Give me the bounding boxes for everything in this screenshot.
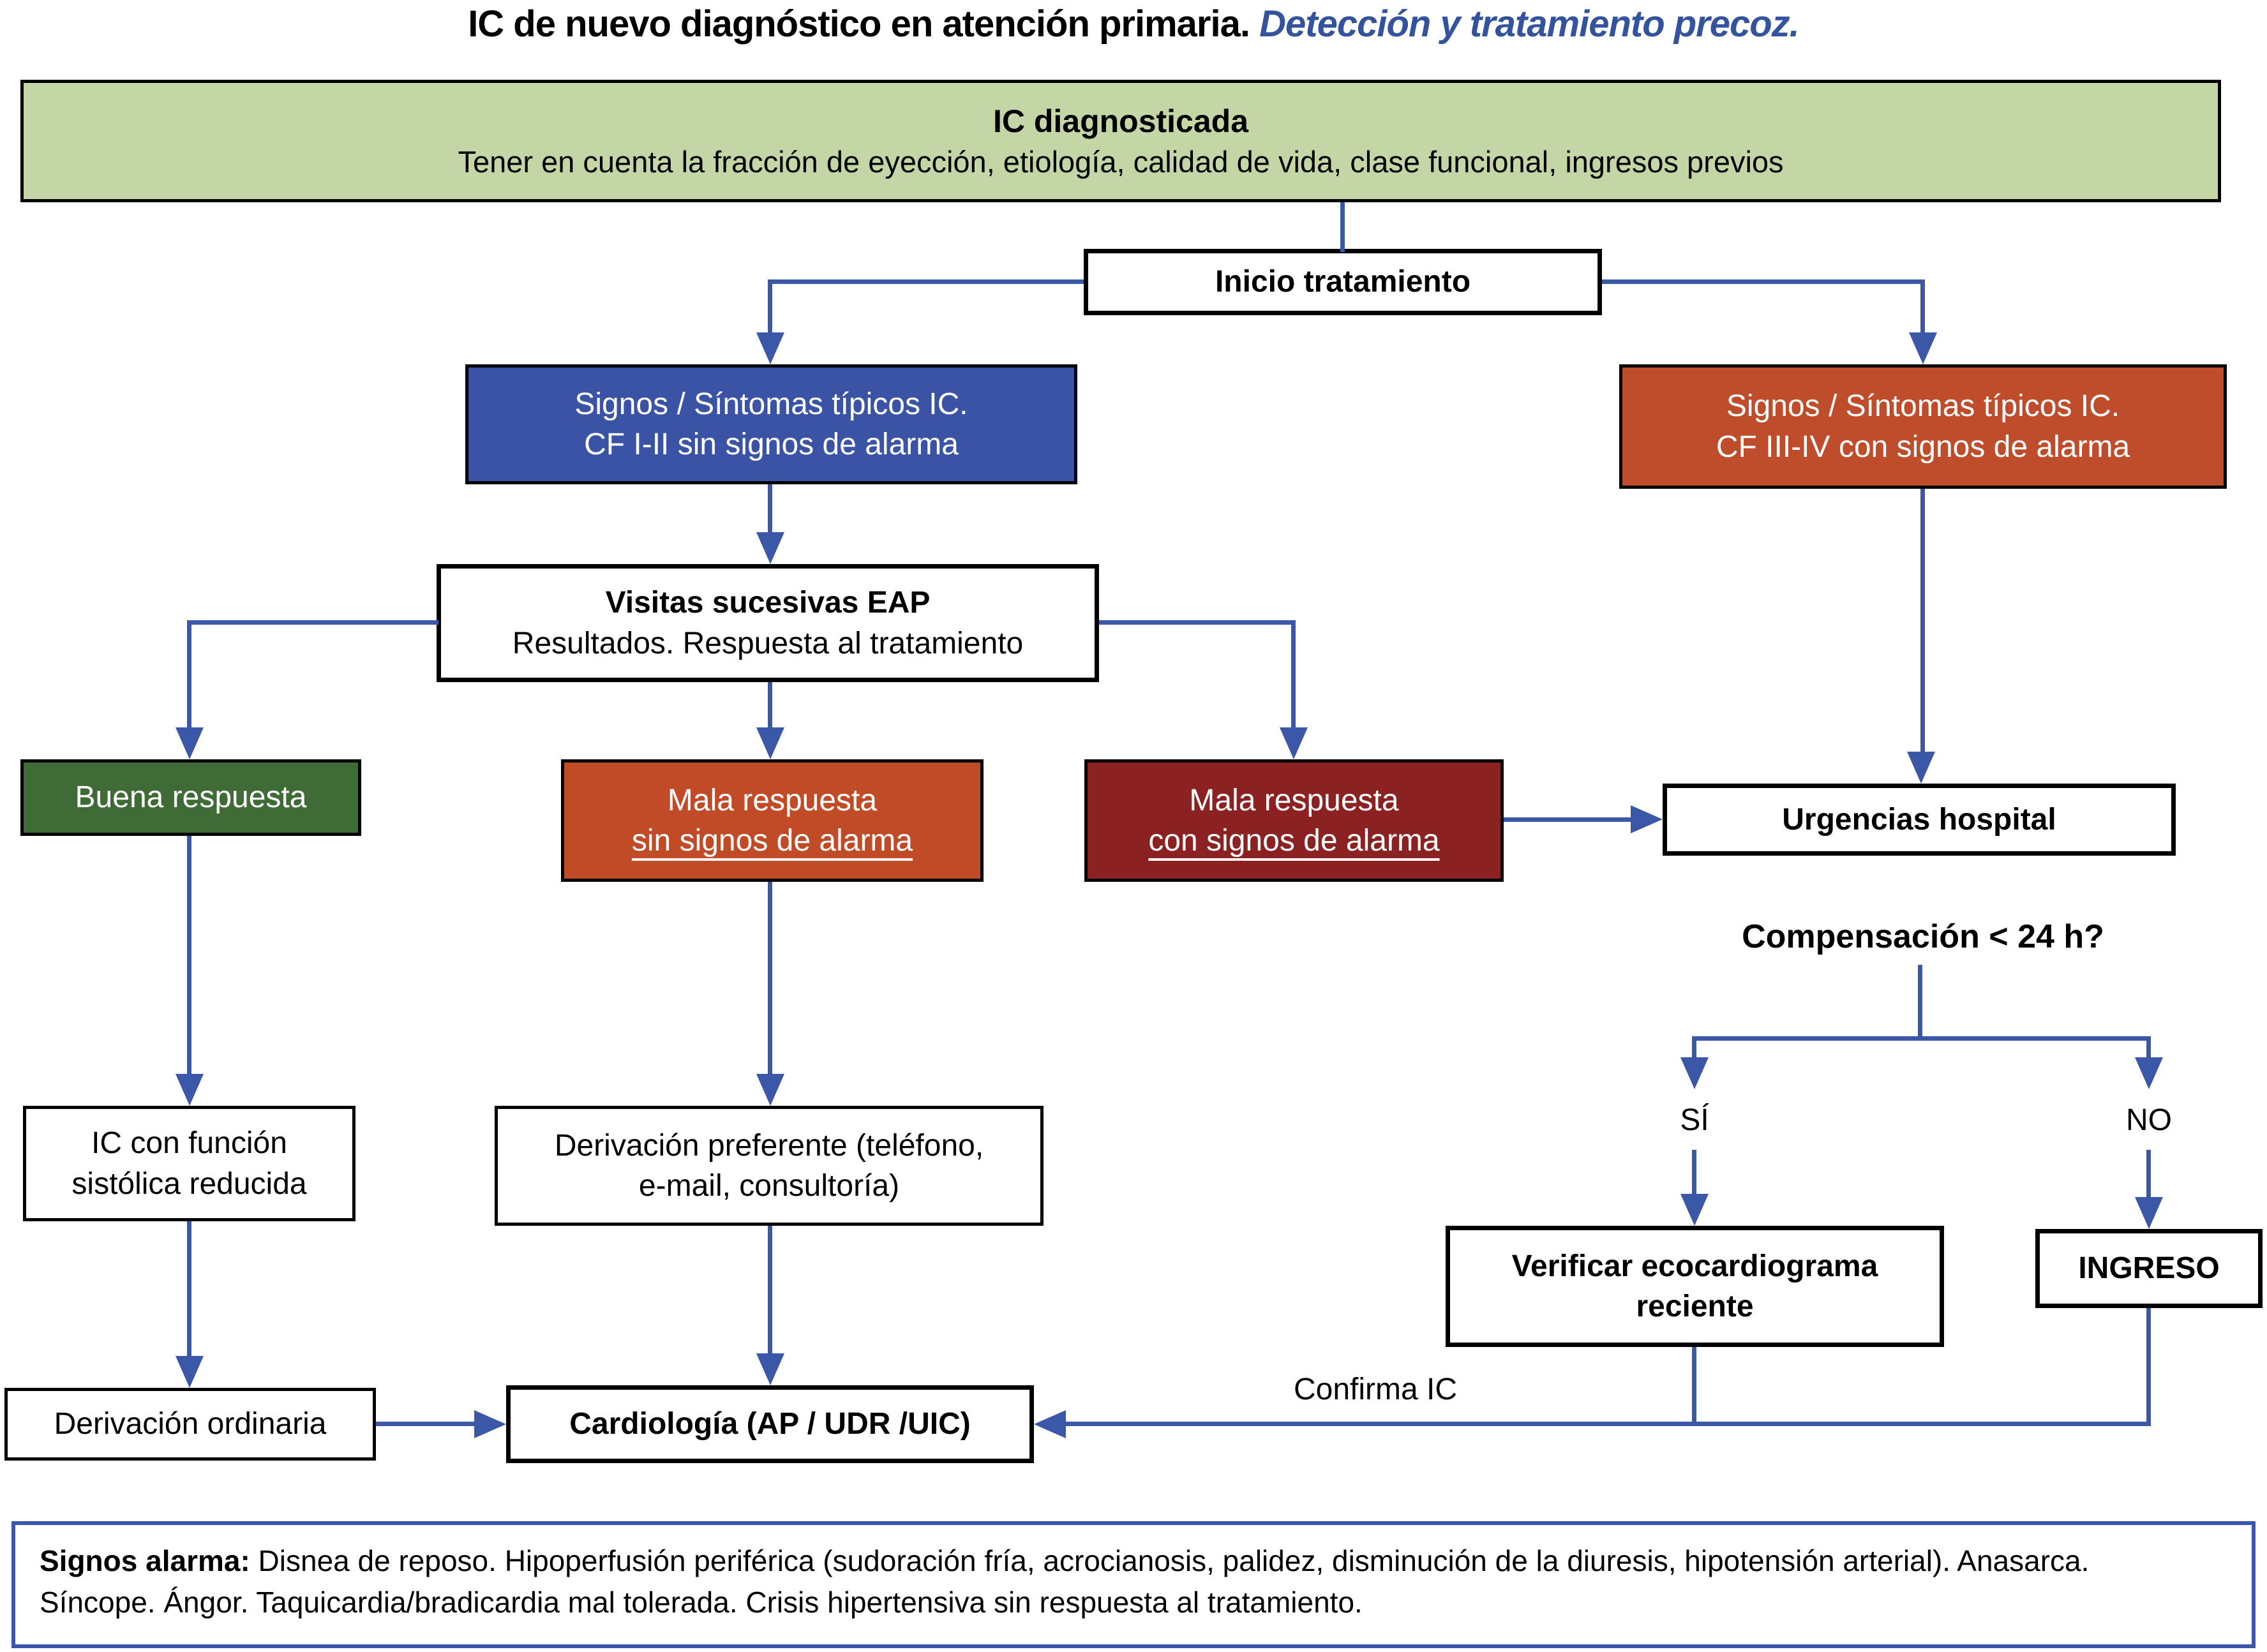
node-buena-respuesta: Buena respuesta — [20, 759, 361, 836]
connector-malasin-derpref — [768, 882, 772, 1077]
arrow-down-icon — [756, 727, 784, 759]
node-verificar-ecocardiograma: Verificar ecocardiograma reciente — [1446, 1226, 1944, 1347]
node-signos-cf-1-2-line2: CF I-II sin signos de alarma — [584, 428, 959, 461]
node-verificar-line1: Verificar ecocardiograma — [1511, 1249, 1878, 1283]
arrow-down-icon — [176, 1074, 204, 1106]
page-title-main: IC de nuevo diagnóstico en atención prim… — [468, 3, 1260, 45]
node-signos-cf-3-4-line1: Signos / Síntomas típicos IC. — [1726, 389, 2120, 424]
connector-branch-horizontal — [1693, 1036, 2150, 1041]
connector-inicio-left — [770, 279, 1084, 284]
page-title: IC de nuevo diagnóstico en atención prim… — [0, 3, 2267, 45]
node-cardiologia: Cardiología (AP / UDR /UIC) — [506, 1385, 1034, 1463]
node-urgencias-hospital-label: Urgencias hospital — [1782, 802, 2056, 837]
arrow-down-icon — [756, 1353, 784, 1385]
connector-branch-no-v — [2146, 1036, 2151, 1060]
node-ic-diagnosticada: IC diagnosticada Tener en cuenta la frac… — [20, 80, 2221, 202]
connector-inicio-left-down — [768, 279, 772, 337]
node-buena-respuesta-label: Buena respuesta — [75, 780, 307, 815]
arrow-down-icon — [756, 332, 784, 364]
connector-visitas-buena-v — [187, 620, 191, 731]
node-ic-funcion-line1: IC con función — [91, 1126, 287, 1161]
node-ic-diagnosticada-subtitle: Tener en cuenta la fracción de eyección,… — [458, 144, 1784, 179]
node-visitas-sucesivas-line2: Resultados. Respuesta al tratamiento — [512, 626, 1024, 660]
node-mala-respuesta-sin-alarma: Mala respuesta sin signos de alarma — [561, 759, 984, 882]
node-cardiologia-label: Cardiología (AP / UDR /UIC) — [569, 1407, 971, 1441]
arrow-down-icon — [176, 1356, 204, 1388]
node-visitas-sucesivas: Visitas sucesivas EAP Resultados. Respue… — [437, 564, 1099, 682]
signos-alarma-lead: Signos alarma: — [40, 1544, 250, 1577]
connector-verificar-down — [1692, 1347, 1696, 1424]
node-ic-diagnosticada-title: IC diagnosticada — [992, 103, 1249, 139]
connector-compensacion-branch — [1918, 965, 1922, 1039]
connector-si-verificar — [1692, 1150, 1696, 1197]
node-signos-cf-3-4: Signos / Síntomas típicos IC. CF III-IV … — [1619, 364, 2227, 489]
node-mala-respuesta-con-alarma: Mala respuesta con signos de alarma — [1084, 759, 1504, 882]
signos-alarma-line1: Signos alarma: Disnea de reposo. Hipoper… — [40, 1540, 2227, 1582]
signos-alarma-line1-rest: Disnea de reposo. Hipoperfusión periféri… — [250, 1544, 2090, 1577]
connector-visitas-buena-h — [190, 620, 438, 625]
arrow-down-icon — [1680, 1057, 1709, 1089]
label-compensacion: Compensación < 24 h? — [1742, 918, 2104, 955]
signos-alarma-line2: Síncope. Ángor. Taquicardia/bradicardia … — [40, 1586, 1363, 1619]
node-mala-con-line1: Mala respuesta — [1189, 783, 1399, 817]
connector-inicio-right — [1602, 279, 1923, 284]
node-derivacion-preferente: Derivación preferente (teléfono, e-mail,… — [495, 1106, 1044, 1226]
signos-alarma-note: Signos alarma: Disnea de reposo. Hipoper… — [11, 1521, 2256, 1648]
node-mala-con-line2: con signos de alarma — [1148, 824, 1440, 858]
node-inicio-tratamiento: Inicio tratamiento — [1084, 249, 1602, 315]
arrow-down-icon — [176, 727, 204, 759]
node-verificar-line2: reciente — [1636, 1290, 1754, 1323]
connector-malacon-urgencias — [1504, 817, 1634, 822]
connector-visitas-malacon-v — [1291, 620, 1296, 731]
arrow-down-icon — [1680, 1194, 1709, 1226]
arrow-down-icon — [756, 532, 784, 564]
node-ingreso-label: INGRESO — [2078, 1251, 2220, 1286]
connector-ingreso-down — [2146, 1308, 2151, 1424]
node-derivacion-preferente-line1: Derivación preferente (teléfono, — [554, 1128, 984, 1163]
node-urgencias-hospital: Urgencias hospital — [1663, 784, 2176, 856]
label-confirma-ic: Confirma IC — [1293, 1373, 1458, 1406]
page-title-accent: Detección y tratamiento precoz. — [1259, 3, 1800, 45]
node-derivacion-preferente-line2: e-mail, consultoría) — [638, 1169, 900, 1203]
node-mala-sin-line1: Mala respuesta — [667, 783, 878, 817]
node-inicio-tratamiento-label: Inicio tratamiento — [1215, 265, 1471, 299]
arrow-down-icon — [1907, 752, 1935, 784]
arrow-down-icon — [1280, 727, 1308, 759]
node-ic-funcion-line2: sistólica reducida — [71, 1166, 307, 1201]
node-visitas-sucesivas-line1: Visitas sucesivas EAP — [605, 586, 931, 620]
node-ic-funcion-sistolica: IC con función sistólica reducida — [23, 1106, 355, 1221]
connector-buena-icfuncion — [187, 836, 191, 1077]
connector-visitas-malasin — [768, 682, 772, 732]
connector-cf34-urgencias — [1920, 489, 1925, 755]
arrow-down-icon — [2135, 1057, 2163, 1089]
connector-cf12-visitas — [768, 484, 772, 537]
arrow-down-icon — [2135, 1197, 2163, 1229]
label-si: SÍ — [1680, 1103, 1709, 1137]
arrow-right-icon — [1631, 805, 1663, 833]
connector-no-ingreso — [2146, 1150, 2151, 1200]
node-derivacion-ordinaria: Derivación ordinaria — [4, 1388, 376, 1461]
connector-derord-cardiologia — [376, 1422, 477, 1426]
connector-visitas-malacon-h — [1099, 620, 1294, 625]
arrow-right-icon — [474, 1410, 506, 1438]
connector-icfuncion-derord — [187, 1221, 191, 1359]
arrow-down-icon — [1909, 332, 1937, 364]
node-mala-sin-line2: sin signos de alarma — [631, 824, 913, 858]
connector-inicio-right-down — [1920, 279, 1925, 337]
connector-diagnosticada-inicio — [1340, 202, 1345, 252]
node-signos-cf-3-4-line2: CF III-IV con signos de alarma — [1716, 429, 2130, 464]
connector-confirma-cardiologia — [1063, 1422, 2151, 1426]
arrow-down-icon — [756, 1074, 784, 1106]
label-no: NO — [2126, 1103, 2172, 1137]
node-derivacion-ordinaria-label: Derivación ordinaria — [54, 1407, 327, 1441]
node-ingreso: INGRESO — [2035, 1229, 2263, 1308]
arrow-left-icon — [1034, 1410, 1066, 1438]
connector-derpref-cardiologia — [768, 1226, 772, 1357]
node-signos-cf-1-2-line1: Signos / Síntomas típicos IC. — [574, 387, 968, 421]
node-signos-cf-1-2: Signos / Síntomas típicos IC. CF I-II si… — [465, 364, 1077, 484]
connector-branch-si-v — [1692, 1036, 1696, 1060]
